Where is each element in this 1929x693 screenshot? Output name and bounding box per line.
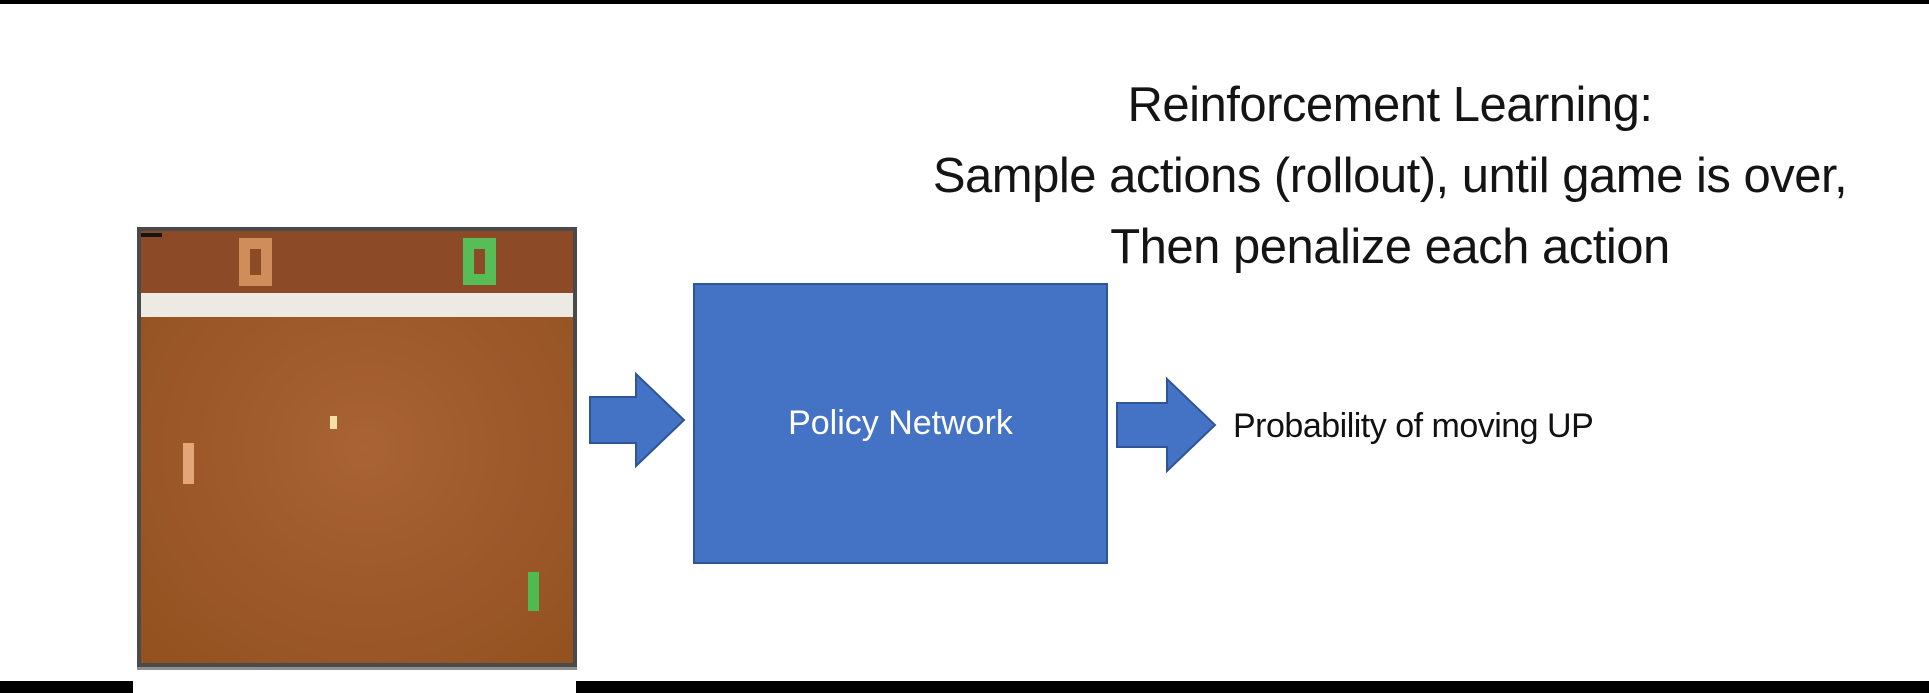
letterbox-bar-top [0,0,1929,4]
policy-network-label: Policy Network [788,404,1013,442]
input-arrow-shape [589,371,686,469]
pong-playfield [141,317,573,663]
pong-ball [330,416,337,429]
pong-score-band [141,231,573,293]
output-arrow-icon [1116,376,1217,474]
pong-score-right-digit [463,238,496,285]
pong-score-left-digit [239,238,272,286]
policy-network-box: Policy Network [693,283,1108,564]
input-arrow-icon [589,371,686,469]
output-probability-label: Probability of moving UP [1233,407,1594,445]
pong-corner-notch [141,233,162,237]
pong-top-wall [141,293,573,317]
letterbox-bar-bottom-left [0,681,133,693]
title-line-1: Reinforcement Learning: [1127,78,1653,132]
pong-game-screenshot [137,227,577,667]
output-arrow-shape [1116,376,1217,474]
title-line-3: Then penalize each action [1110,220,1670,274]
title-line-2: Sample actions (rollout), until game is … [932,149,1848,203]
slide-title: Reinforcement Learning: Sample actions (… [850,70,1929,283]
letterbox-bar-bottom-right [576,681,1929,693]
pong-right-paddle [528,572,539,611]
pong-left-paddle [183,443,194,484]
